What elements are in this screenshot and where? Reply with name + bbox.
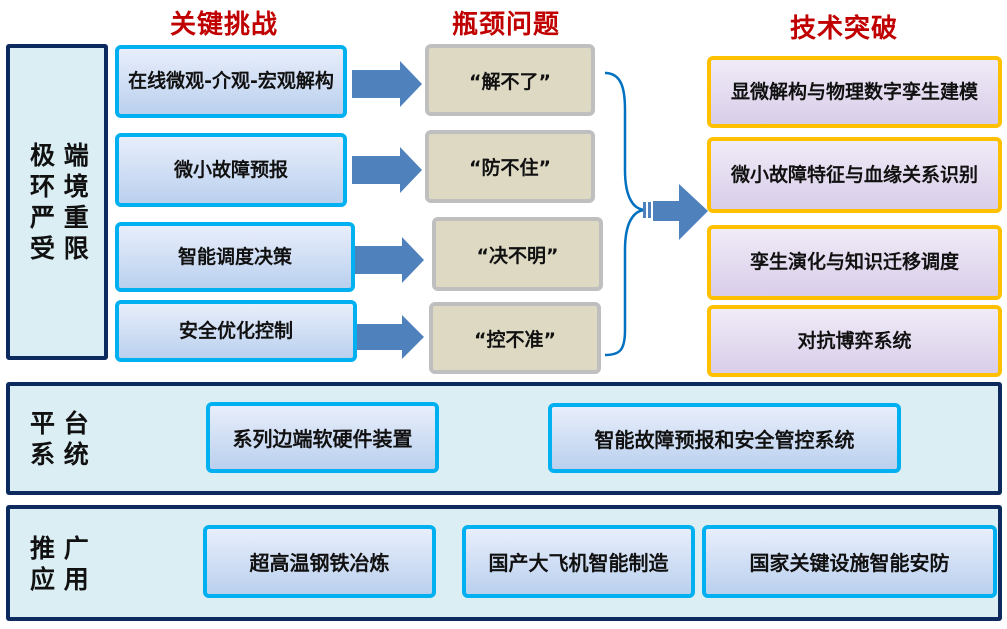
platform-item-label: 智能故障预报和安全管控系统 — [594, 427, 855, 452]
challenge-box: 在线微观-介观-宏观解构 — [115, 45, 347, 118]
application-item: 国产大飞机智能制造 — [462, 525, 695, 598]
extreme-environment-panel: 极 端 环 境 严 重 受 限 — [6, 44, 108, 360]
platform-item-label: 系列边端软硬件装置 — [232, 427, 413, 451]
application-item-label: 国家关键设施智能安防 — [749, 551, 950, 575]
bottleneck-box: “防不住” — [425, 130, 595, 203]
challenge-box: 智能调度决策 — [115, 222, 355, 292]
extreme-environment-label: 极 端 环 境 严 重 受 限 — [30, 140, 89, 264]
challenge-label: 智能调度决策 — [177, 245, 292, 268]
application-item: 超高温钢铁冶炼 — [203, 525, 436, 598]
arrow-right-icon — [653, 184, 708, 240]
breakthrough-box: 孪生演化与知识迁移调度 — [707, 225, 1002, 300]
arrow-right-icon — [352, 61, 422, 107]
arrow-right-icon — [355, 237, 424, 283]
application-item-label: 超高温钢铁冶炼 — [249, 551, 390, 575]
breakthrough-label: 对抗博弈系统 — [797, 329, 912, 352]
label-line: 系 统 — [30, 440, 89, 469]
platform-item: 智能故障预报和安全管控系统 — [548, 403, 901, 473]
label-line: 受 限 — [30, 234, 89, 263]
label-line: 极 端 — [30, 141, 89, 170]
brace-icon — [604, 71, 647, 357]
merge-arrow-stub — [648, 202, 651, 218]
application-item-label: 国产大飞机智能制造 — [488, 551, 669, 575]
breakthrough-label: 显微解构与物理数字孪生建模 — [730, 80, 978, 103]
challenges-title: 关键挑战 — [170, 10, 279, 40]
label-line: 应 用 — [30, 565, 89, 594]
label-line: 严 重 — [30, 203, 89, 232]
challenge-label: 微小故障预报 — [173, 158, 288, 181]
arrow-right-icon — [357, 315, 424, 359]
label-line: 平 台 — [30, 409, 89, 438]
merge-arrow-stub — [643, 202, 646, 218]
breakthrough-box: 对抗博弈系统 — [707, 305, 1002, 377]
bottleneck-label: “决不明” — [476, 244, 559, 267]
platform-label: 平 台 系 统 — [30, 408, 89, 470]
bottlenecks-title: 瓶颈问题 — [452, 10, 561, 40]
bottleneck-box: “决不明” — [432, 217, 603, 291]
challenge-box: 安全优化控制 — [115, 300, 357, 362]
breakthroughs-title: 技术突破 — [790, 14, 899, 44]
bottleneck-box: “控不准” — [429, 302, 601, 374]
label-line: 推 广 — [30, 534, 89, 563]
arrow-right-icon — [352, 147, 422, 193]
breakthrough-label: 微小故障特征与血缘关系识别 — [730, 163, 978, 186]
challenge-label: 安全优化控制 — [178, 319, 293, 342]
bottleneck-label: “防不住” — [469, 157, 551, 179]
challenge-box: 微小故障预报 — [115, 133, 347, 207]
breakthrough-box: 微小故障特征与血缘关系识别 — [707, 137, 1002, 213]
breakthrough-label: 孪生演化与知识迁移调度 — [749, 251, 959, 273]
bottleneck-label: “控不准” — [474, 328, 556, 351]
label-line: 环 境 — [30, 172, 89, 201]
bottleneck-label: “解不了” — [469, 70, 551, 93]
bottleneck-box: “解不了” — [425, 44, 595, 116]
application-item: 国家关键设施智能安防 — [702, 525, 997, 598]
application-label: 推 广 应 用 — [30, 533, 89, 595]
breakthrough-box: 显微解构与物理数字孪生建模 — [707, 56, 1002, 128]
challenge-label: 在线微观-介观-宏观解构 — [128, 70, 334, 92]
platform-item: 系列边端软硬件装置 — [206, 402, 439, 473]
